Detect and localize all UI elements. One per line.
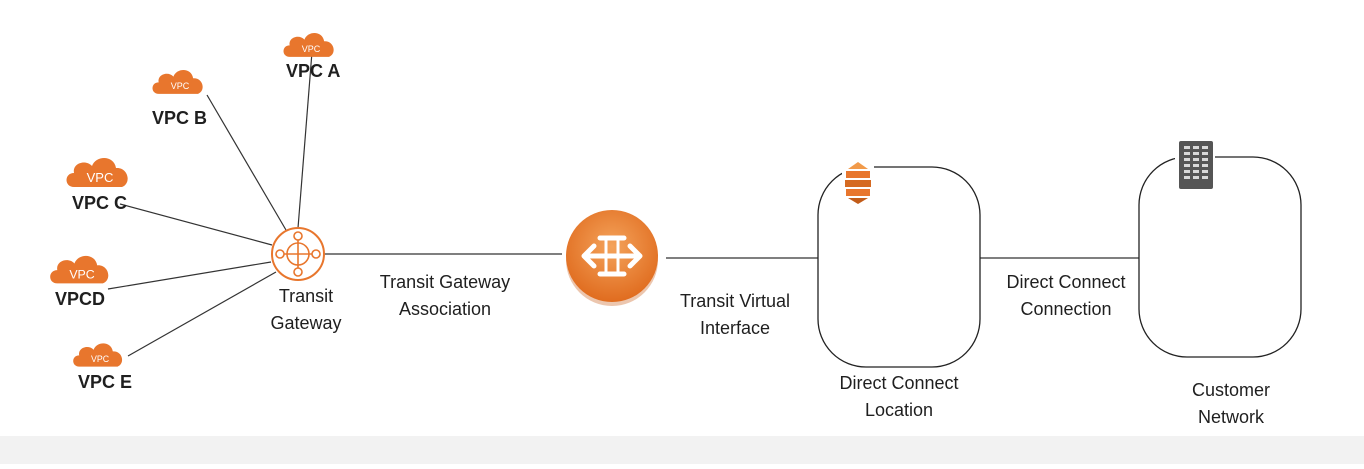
vpc-e-icon-text: VPC (91, 354, 110, 364)
dx-connection-label-line1: Direct Connect (1006, 272, 1126, 292)
customer-network-label-line2: Network (1197, 407, 1264, 427)
bottom-band (0, 436, 1364, 464)
direct-connect-gateway-icon (566, 210, 658, 306)
transit-vif-label-line2: Interface (699, 318, 771, 338)
tgw-association-label: Transit Gateway Association (360, 269, 530, 323)
link-vpc-b-tgw (206, 94, 287, 231)
vpc-a-cloud-icon: VPC (283, 33, 334, 57)
transit-gateway-label: Transit Gateway (258, 283, 354, 337)
corporate-datacenter-icon (1175, 140, 1215, 190)
transit-vif-label: Transit Virtual Interface (660, 288, 810, 342)
vpc-c-label: VPC C (72, 193, 128, 213)
vpc-b-label: VPC B (152, 108, 208, 128)
vpc-a-icon-text: VPC (302, 44, 321, 54)
link-vpc-e-tgw (127, 271, 277, 357)
vpc-e-label: VPC E (78, 372, 133, 392)
direct-connect-icon (842, 162, 874, 204)
dx-connection-label: Direct Connect Connection (988, 269, 1144, 323)
dx-location-label: Direct Connect Location (818, 370, 980, 424)
vpc-a-label: VPC A (286, 61, 341, 81)
link-vpc-a-tgw (297, 51, 313, 229)
dx-connection-label-line2: Connection (1020, 299, 1112, 319)
vpc-d-icon-text: VPC (69, 268, 94, 282)
transit-gateway-label-line2: Gateway (270, 313, 342, 333)
link-vpc-c-tgw (119, 203, 273, 246)
customer-network-box (1138, 156, 1302, 358)
vpc-d-cloud-icon: VPC (50, 255, 109, 284)
link-vpc-d-tgw (107, 261, 272, 290)
connector-lines (107, 51, 1140, 357)
transit-gateway-label-line1: Transit (278, 286, 334, 306)
vpc-d-label: VPCD (55, 289, 106, 309)
vpc-b-icon-text: VPC (171, 81, 190, 91)
vpc-c-cloud-icon: VPC (66, 157, 128, 187)
vpc-e-cloud-icon: VPC (73, 343, 123, 367)
vpc-b-cloud-icon: VPC (152, 70, 203, 94)
dx-location-label-line1: Direct Connect (839, 373, 959, 393)
tgw-association-label-line1: Transit Gateway (379, 272, 511, 292)
customer-network-label-line1: Customer (1191, 380, 1271, 400)
vpc-c-icon-text: VPC (87, 170, 114, 185)
transit-vif-label-line1: Transit Virtual (679, 291, 791, 311)
customer-network-label: Customer Network (1150, 377, 1312, 431)
transit-gateway-icon (271, 227, 325, 281)
dx-location-label-line2: Location (864, 400, 934, 420)
dx-location-box (817, 166, 981, 368)
tgw-association-label-line2: Association (398, 299, 492, 319)
